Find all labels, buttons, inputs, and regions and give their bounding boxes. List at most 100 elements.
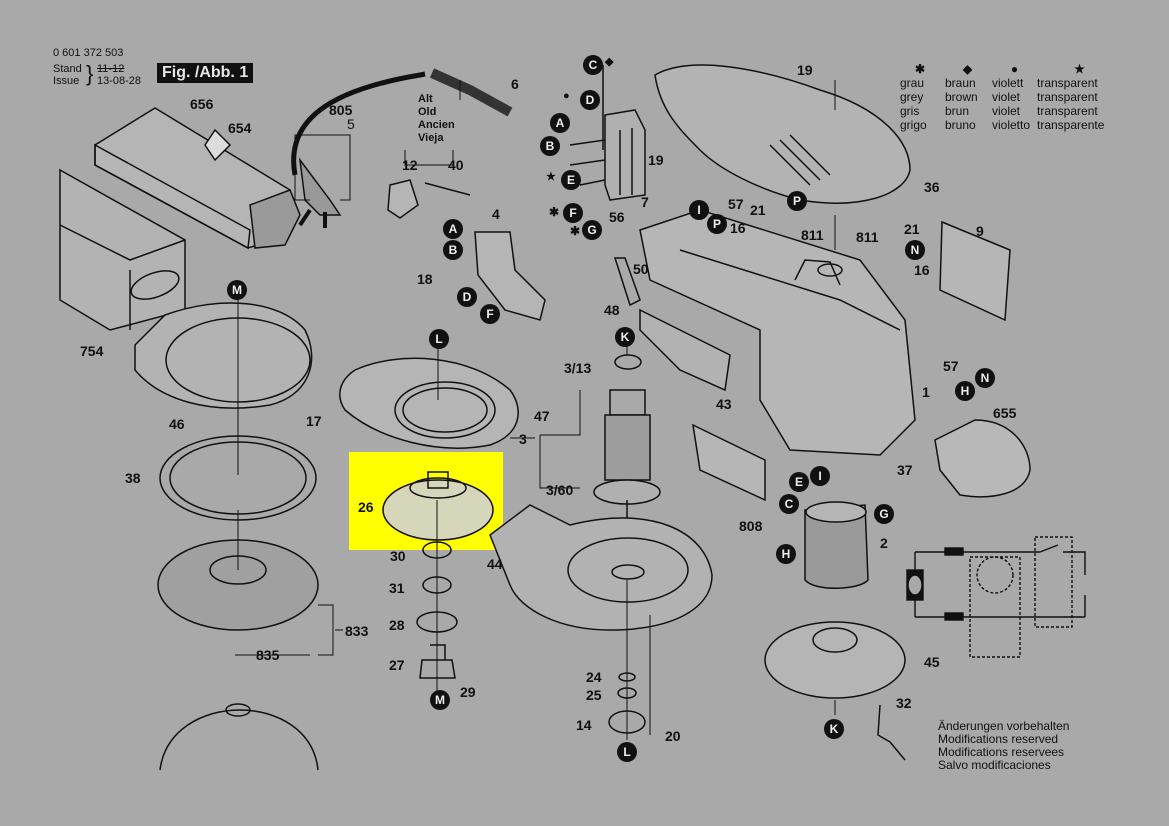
footer-notes: Änderungen vorbehalten Modifications res…: [938, 720, 1069, 772]
part-label-5[interactable]: 5: [347, 116, 355, 132]
part-label-25[interactable]: 25: [586, 687, 602, 703]
armature-drawing: [593, 354, 661, 520]
part-label-18[interactable]: 18: [417, 271, 433, 287]
part-label-45[interactable]: 45: [924, 654, 940, 670]
legend-text: transparente: [1037, 118, 1105, 132]
part-label-29[interactable]: 29: [460, 684, 476, 700]
part-label-21-b[interactable]: 21: [904, 221, 920, 237]
part-label-43[interactable]: 43: [716, 396, 732, 412]
spring-32-drawing: [877, 704, 906, 761]
dust-box-drawing: [94, 107, 301, 250]
connector-badge-d-switch: D: [457, 287, 477, 307]
nameplate-808-drawing: [692, 423, 766, 502]
part-label-19[interactable]: 19: [648, 152, 664, 168]
part-label-50[interactable]: 50: [633, 261, 649, 277]
part-label-19-top[interactable]: 19: [797, 62, 813, 78]
legend-text: brun: [945, 104, 970, 118]
part-label-2[interactable]: 2: [880, 535, 888, 551]
star-icon: ★: [1074, 62, 1085, 76]
issue-label: Issue: [53, 75, 80, 87]
part-label-7[interactable]: 7: [641, 194, 649, 210]
part-label-835[interactable]: 835: [256, 647, 280, 663]
connector-badge-g-top: G: [582, 220, 602, 240]
part-label-833[interactable]: 833: [345, 623, 369, 639]
legend-col-grey: ✱ grau grey gris grigo: [900, 62, 940, 132]
nameplate-9-drawing: [939, 220, 1011, 322]
legend-text: violett: [992, 76, 1024, 90]
part-label-47[interactable]: 47: [534, 408, 550, 424]
power-cable-drawing: [291, 68, 513, 228]
part-label-3-13[interactable]: 3/13: [564, 360, 592, 376]
part-label-38[interactable]: 38: [125, 470, 141, 486]
part-label-4[interactable]: 4: [492, 206, 500, 222]
dot-icon: ●: [563, 90, 570, 102]
part-label-57-bottom[interactable]: 57: [943, 358, 959, 374]
old-version-note: Alt Old Ancien Vieja: [418, 93, 455, 145]
sanding-pad-drawing: [157, 539, 319, 631]
part-label-26[interactable]: 26: [358, 499, 374, 515]
star-icon: ★: [546, 171, 556, 183]
part-label-27[interactable]: 27: [389, 657, 405, 673]
connector-badge-p-b: P: [787, 191, 807, 211]
part-label-811-a[interactable]: 811: [801, 227, 824, 243]
connector-badge-c-top: C: [583, 55, 603, 75]
part-label-28[interactable]: 28: [389, 617, 405, 633]
part-label-3-60[interactable]: 3/60: [546, 482, 574, 498]
part-label-57-top[interactable]: 57: [728, 196, 744, 212]
part-label-808[interactable]: 808: [739, 518, 763, 534]
color-legend: ✱ grau grey gris grigo ◆ braun brown bru…: [900, 62, 1120, 132]
electronic-module-drawing: [569, 65, 646, 201]
cable-40-drawing: [424, 182, 471, 196]
part-label-44[interactable]: 44: [487, 556, 503, 572]
part-label-24[interactable]: 24: [586, 669, 602, 685]
part-label-31[interactable]: 31: [389, 580, 405, 596]
lower-housing-drawing: [489, 504, 713, 631]
part-label-6[interactable]: 6: [511, 76, 519, 92]
part-label-754[interactable]: 754: [80, 343, 104, 359]
connector-badge-c-stator: C: [779, 494, 799, 514]
part-label-656[interactable]: 656: [190, 96, 214, 112]
part-label-30[interactable]: 30: [390, 548, 406, 564]
base-plate-drawing: [134, 302, 313, 409]
note-line: Old: [418, 106, 437, 118]
part-label-16-a[interactable]: 16: [730, 220, 746, 236]
wiring-diagram: [906, 536, 1086, 658]
part-label-811-b[interactable]: 811: [856, 229, 879, 245]
part-label-46[interactable]: 46: [169, 416, 185, 432]
connector-badge-l-top: L: [429, 329, 449, 349]
part-label-14[interactable]: 14: [576, 717, 592, 733]
part-label-32[interactable]: 32: [896, 695, 912, 711]
connector-badge-h-stator: H: [776, 544, 796, 564]
note-line: Modifications reservees: [938, 745, 1065, 759]
part-label-3[interactable]: 3: [519, 431, 527, 447]
part-label-655[interactable]: 655: [993, 405, 1017, 421]
part-label-1[interactable]: 1: [922, 384, 930, 400]
legend-text: grey: [900, 90, 924, 104]
connector-badge-b-top: B: [540, 136, 560, 156]
brace: }: [86, 61, 94, 86]
part-label-805[interactable]: 805: [329, 102, 353, 118]
legend-text: gris: [900, 104, 920, 118]
part-label-20[interactable]: 20: [665, 728, 681, 744]
legend-text: braun: [945, 76, 976, 90]
part-label-40[interactable]: 40: [448, 157, 464, 173]
note-line: Salvo modificaciones: [938, 758, 1051, 772]
part-label-21-a[interactable]: 21: [750, 202, 766, 218]
connector-badge-d-top: D: [580, 90, 600, 110]
connector-badge-a-top: A: [550, 113, 570, 133]
note-line: Vieja: [418, 132, 444, 144]
part-label-48[interactable]: 48: [604, 302, 620, 318]
connector-badge-i-top: I: [689, 200, 709, 220]
part-label-654[interactable]: 654: [228, 120, 252, 136]
part-label-56[interactable]: 56: [609, 209, 625, 225]
part-label-12[interactable]: 12: [402, 157, 418, 173]
part-label-36[interactable]: 36: [924, 179, 940, 195]
part-label-37[interactable]: 37: [897, 462, 913, 478]
part-label-9[interactable]: 9: [976, 223, 984, 239]
connector-badge-b-switch: B: [443, 240, 463, 260]
part-number: 0 601 372 503: [53, 47, 124, 59]
part-label-16-b[interactable]: 16: [914, 262, 930, 278]
part-label-17[interactable]: 17: [306, 413, 322, 429]
motor-cover-drawing: [654, 64, 911, 204]
